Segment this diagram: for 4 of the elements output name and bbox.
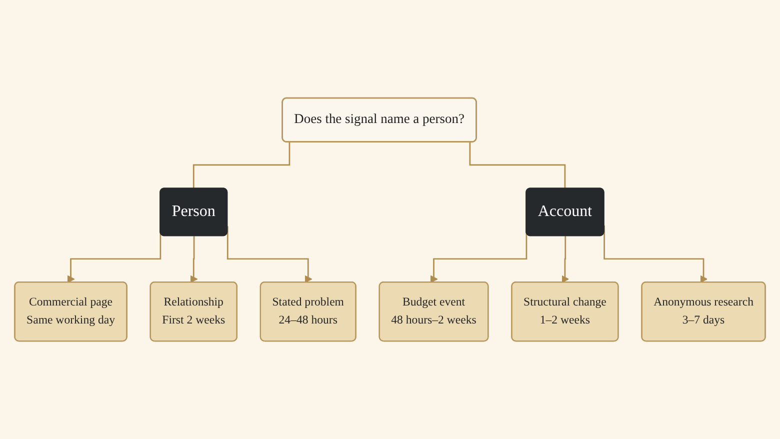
connector bbox=[192, 142, 290, 190]
arrow bbox=[562, 236, 570, 283]
arrow bbox=[190, 236, 198, 283]
connector bbox=[469, 142, 566, 190]
